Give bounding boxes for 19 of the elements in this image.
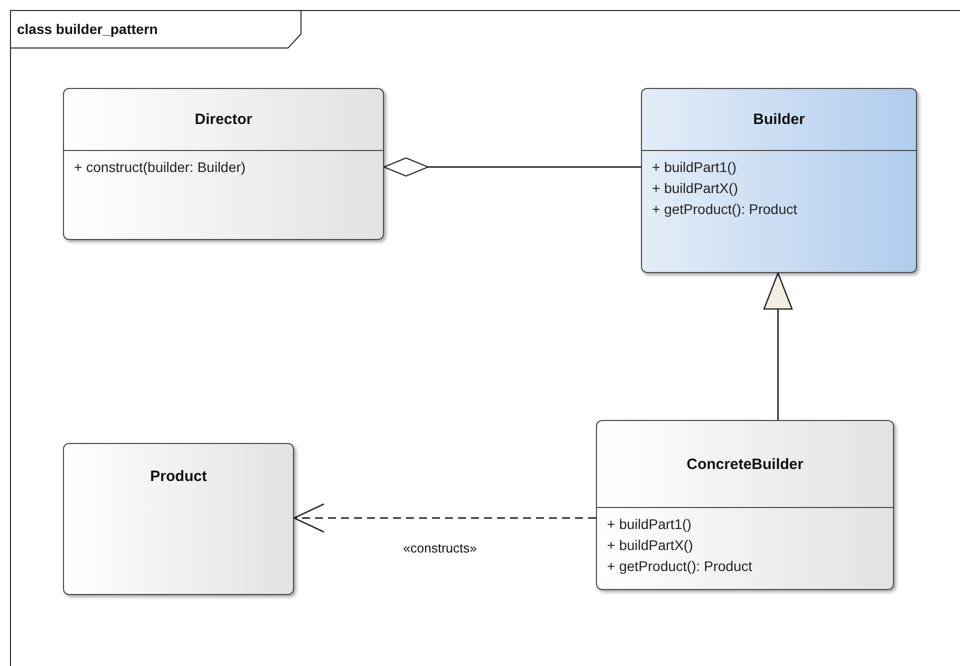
method-text: + getProduct(): Product (607, 557, 754, 576)
frame-title: class builder_pattern (17, 21, 158, 37)
diagram-frame (10, 10, 960, 666)
connector-arrow (293, 503, 596, 533)
class-name: Product (150, 468, 207, 485)
class-box (63, 88, 384, 240)
class-name: Builder (753, 111, 805, 128)
method-text: + buildPart1() (607, 515, 692, 534)
method-text: + buildPartX() (652, 179, 739, 198)
class-box (596, 420, 894, 590)
class-box (63, 443, 294, 595)
connector-arrow (763, 272, 793, 420)
class-name: Director (194, 111, 252, 128)
method-text: + construct(builder: Builder) (74, 158, 247, 177)
class-name: ConcreteBuilder (686, 456, 804, 472)
method-text: + getProduct(): Product (652, 200, 798, 219)
class-box (641, 88, 917, 273)
method-text: + buildPart1() (652, 158, 738, 177)
method-text: + buildPartX() (607, 536, 694, 555)
